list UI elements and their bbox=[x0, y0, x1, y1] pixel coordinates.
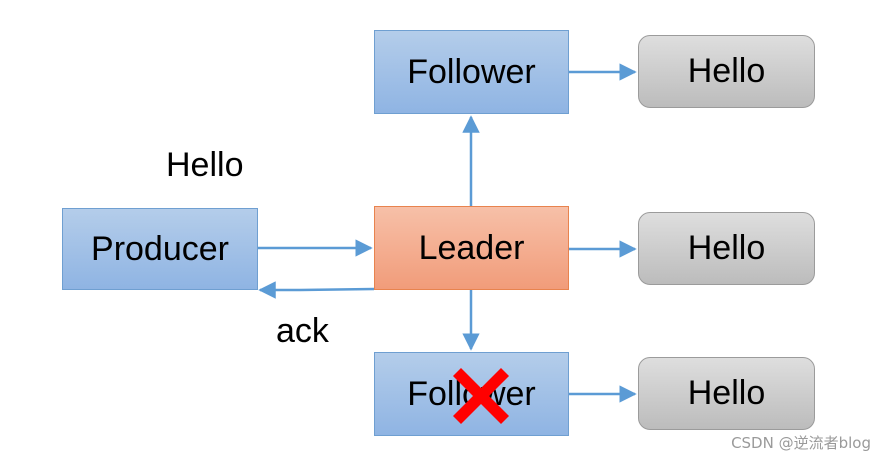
producer-label: Producer bbox=[91, 229, 229, 268]
leader-label: Leader bbox=[418, 228, 525, 267]
hello-bottom-node: Hello bbox=[638, 357, 815, 430]
watermark: CSDN @逆流者blog bbox=[731, 434, 871, 452]
hello-mid-label: Hello bbox=[687, 229, 766, 267]
hello-top-node: Hello bbox=[638, 35, 815, 108]
hello-top-label: Hello bbox=[687, 52, 766, 90]
hello-mid-node: Hello bbox=[638, 212, 815, 285]
ack-arrow bbox=[258, 281, 375, 299]
follower-top-node: Follower bbox=[374, 30, 569, 114]
cross-icon bbox=[453, 368, 509, 424]
leader-node: Leader bbox=[374, 206, 569, 290]
ack-label: ack bbox=[276, 312, 329, 350]
producer-node: Producer bbox=[62, 208, 258, 290]
hello-bottom-label: Hello bbox=[687, 374, 766, 412]
message-label: Hello bbox=[166, 146, 244, 184]
follower-top-label: Follower bbox=[407, 52, 536, 91]
